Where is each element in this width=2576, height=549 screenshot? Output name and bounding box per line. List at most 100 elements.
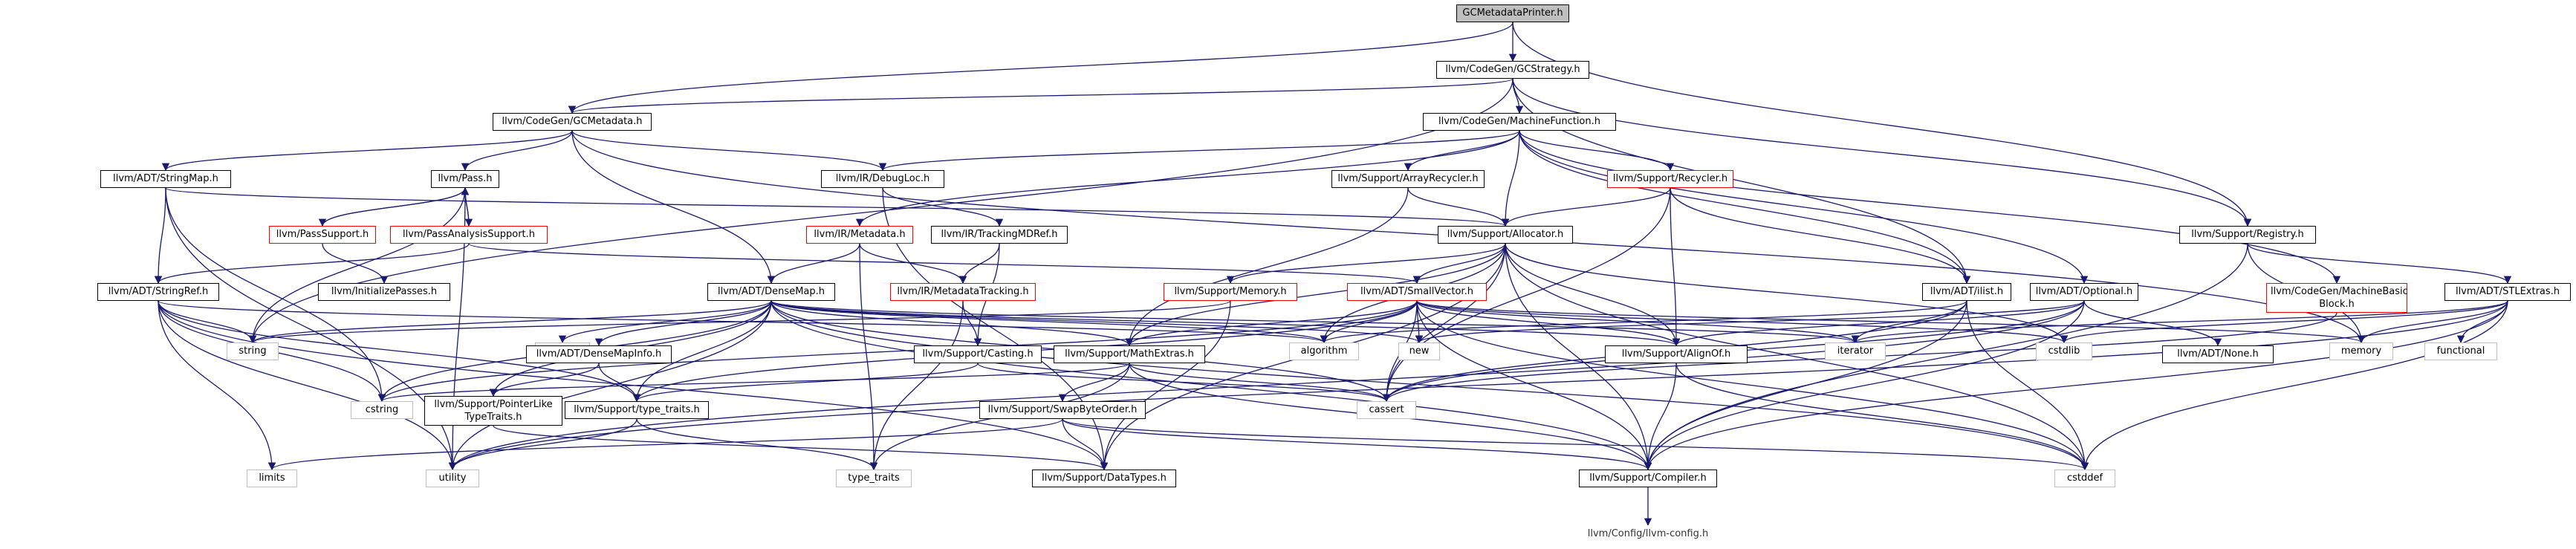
edge-optional-to-alignof: [1672, 300, 2085, 347]
node-casting[interactable]: llvm/Support/Casting.h: [914, 345, 1042, 363]
node-pass[interactable]: llvm/Pass.h: [431, 170, 499, 188]
edge-machinefunction-to-debugloc: [879, 130, 1520, 172]
node-string: string: [227, 342, 279, 360]
node-cstring: cstring: [351, 401, 413, 419]
edge-allocator-to-memory_h: [1226, 243, 1506, 285]
node-memory-h[interactable]: llvm/Support/Memory.h: [1164, 283, 1297, 301]
node-trackingmdref[interactable]: llvm/IR/TrackingMDRef.h: [931, 226, 1068, 244]
edge-typetraits_h-to-utility: [448, 418, 637, 471]
edge-debugloc-to-trackingmdref: [882, 187, 1004, 227]
node-metadatatracking[interactable]: llvm/IR/MetadataTracking.h: [890, 283, 1036, 301]
edge-densemap-to-iterator: [770, 300, 1859, 344]
edge-stringref-to-utility: [158, 300, 457, 471]
edge-densemap-to-string: [249, 300, 772, 344]
edge-passsupport-to-initializepasses: [322, 243, 389, 285]
edge-optional-to-none: [2083, 300, 2222, 347]
edge-densemap-to-mathextras: [770, 300, 1134, 347]
node-cassert: cassert: [1357, 401, 1416, 419]
node-memory: memory: [2329, 342, 2393, 360]
node-stringref[interactable]: llvm/ADT/StringRef.h: [97, 283, 219, 301]
edge-gcstrategy-to-string: [248, 78, 1514, 344]
edge-densemap-to-typetraits_h: [632, 300, 772, 403]
edge-smallvector-to-compiler: [1416, 300, 1652, 471]
edge-alignof-to-cstddef: [1675, 363, 2089, 471]
node-initializepasses[interactable]: llvm/InitializePasses.h: [318, 283, 450, 301]
edge-machinefunction-to-allocator: [1501, 130, 1520, 227]
edge-metadata-to-densemap: [767, 243, 860, 285]
edge-densemap-to-compiler: [770, 300, 1652, 471]
edge-gcmetadataprinter-to-registry: [1512, 22, 2252, 227]
edge-stringref-to-string: [158, 300, 257, 344]
node-arrayrecycler[interactable]: llvm/Support/ArrayRecycler.h: [1331, 170, 1485, 188]
node-ilist[interactable]: llvm/ADT/ilist.h: [1922, 283, 2011, 301]
edge-optional-to-compiler: [1644, 300, 2085, 471]
node-passanalysissupport[interactable]: llvm/PassAnalysisSupport.h: [390, 226, 548, 244]
edge-ilist-to-algorithm: [1320, 300, 1967, 344]
node-compiler[interactable]: llvm/Support/Compiler.h: [1579, 470, 1717, 487]
edge-smallvector-to-cstring: [377, 300, 1418, 403]
edge-recycler-to-alignof: [1670, 187, 1681, 347]
edge-mathextras-to-cstring: [378, 363, 1130, 403]
edge-passanalysissupport-to-stringref: [154, 243, 470, 285]
node-stlextras[interactable]: llvm/ADT/STLExtras.h: [2444, 283, 2571, 301]
edge-stringmap-to-stringref: [154, 187, 166, 285]
node-metadata[interactable]: llvm/IR/Metadata.h: [806, 226, 913, 244]
edge-swapbyteorder-to-limits: [268, 418, 1063, 471]
node-cstdlib: cstdlib: [2036, 342, 2092, 360]
edge-allocator-to-alignof: [1505, 243, 1681, 347]
edge-allocator-to-cassert: [1382, 243, 1506, 403]
node-gcmetadata[interactable]: llvm/CodeGen/GCMetadata.h: [493, 113, 652, 131]
edge-arrayrecycler-to-allocator: [1407, 187, 1510, 227]
node-optional[interactable]: llvm/ADT/Optional.h: [2030, 283, 2138, 301]
node-recycler[interactable]: llvm/Support/Recycler.h: [1607, 170, 1733, 188]
edge-gcmetadata-to-stringmap: [161, 130, 573, 172]
edge-stlextras-to-compiler: [1644, 300, 2508, 471]
node-limits: limits: [247, 470, 297, 487]
node-swapbyteorder[interactable]: llvm/Support/SwapByteOrder.h: [979, 401, 1146, 419]
edge-alignof-to-compiler: [1644, 363, 1677, 471]
edge-allocator-to-compiler: [1505, 243, 1652, 471]
node-allocator[interactable]: llvm/Support/Allocator.h: [1438, 226, 1573, 244]
node-machinefunction[interactable]: llvm/CodeGen/MachineFunction.h: [1423, 113, 1616, 131]
node-mathextras[interactable]: llvm/Support/MathExtras.h: [1054, 345, 1205, 363]
node-alignof[interactable]: llvm/Support/AlignOf.h: [1605, 345, 1748, 363]
node-stringmap[interactable]: llvm/ADT/StringMap.h: [100, 170, 231, 188]
edge-allocator-to-mathextras: [1125, 243, 1506, 347]
edge-trackingmdref-to-metadatatracking: [958, 243, 1000, 285]
node-algorithm: algorithm: [1289, 342, 1359, 360]
edge-ilist-to-compiler: [1644, 300, 1967, 471]
edge-registry-to-stlextras: [2247, 243, 2512, 285]
node-smallvector[interactable]: llvm/ADT/SmallVector.h: [1347, 283, 1487, 301]
node-densemap[interactable]: llvm/ADT/DenseMap.h: [707, 283, 835, 301]
node-densemapinfo[interactable]: llvm/ADT/DenseMapInfo.h: [526, 345, 672, 363]
edge-passanalysissupport-to-pass: [461, 186, 470, 227]
edge-mathextras-to-cassert: [1129, 363, 1391, 403]
edge-casting-to-typetraits_h: [632, 363, 979, 403]
edge-metadatatracking-to-type_traits: [869, 300, 964, 471]
node-debugloc[interactable]: llvm/IR/DebugLoc.h: [821, 170, 944, 188]
node-registry[interactable]: llvm/Support/Registry.h: [2179, 226, 2316, 244]
edge-swapbyteorder-to-compiler: [1062, 418, 1652, 471]
edge-metadata-to-metadatatracking: [859, 243, 967, 285]
edge-densemap-to-utility: [448, 300, 772, 471]
node-machinebasicblock[interactable]: llvm/CodeGen/MachineBasic Block.h: [2266, 283, 2408, 313]
node-passsupport[interactable]: llvm/PassSupport.h: [269, 226, 376, 244]
node-typetraits-h[interactable]: llvm/Support/type_traits.h: [565, 401, 709, 419]
edge-stlextras-to-cstdlib: [2060, 300, 2508, 344]
edge-stringmap-to-allocator: [165, 187, 1509, 227]
edge-machinefunction-to-machinebasicblock: [1519, 130, 2341, 285]
edge-mathextras-to-swapbyteorder: [1058, 363, 1130, 403]
node-gcstrategy[interactable]: llvm/CodeGen/GCStrategy.h: [1436, 61, 1589, 79]
edge-densemap-to-alignof: [770, 300, 1680, 347]
edge-densemap-to-climits: [558, 300, 772, 344]
node-none[interactable]: llvm/ADT/None.h: [2162, 345, 2274, 363]
node-pointerliketypetraits[interactable]: llvm/Support/PointerLike TypeTraits.h: [424, 396, 562, 426]
edge-gcstrategy-to-registry: [1512, 78, 2252, 227]
edge-gcmetadataprinter-to-gcmetadata: [568, 22, 1514, 114]
node-datatypes[interactable]: llvm/Support/DataTypes.h: [1032, 470, 1176, 487]
edge-pointerliketypetraits-to-datatypes: [493, 425, 1108, 471]
edge-swapbyteorder-to-cstddef: [1062, 418, 2089, 471]
edge-stringmap-to-cstring: [165, 187, 386, 403]
